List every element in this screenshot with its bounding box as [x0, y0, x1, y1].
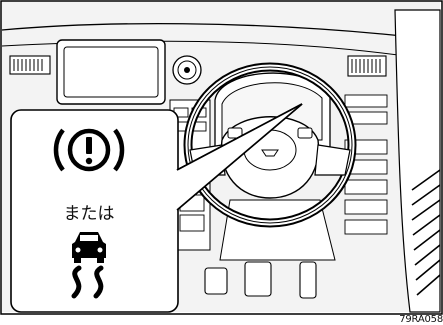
center-display-screen — [64, 47, 158, 97]
round-vent-center — [184, 67, 190, 73]
brake-pedal — [205, 268, 227, 294]
alternative-text: または — [33, 199, 145, 224]
right-spoke — [315, 145, 350, 175]
accelerator-pedal — [300, 262, 316, 298]
figure-code: 79RA058 — [399, 314, 443, 325]
right-spoke-button — [298, 128, 312, 138]
clutch-pedal — [245, 262, 271, 296]
